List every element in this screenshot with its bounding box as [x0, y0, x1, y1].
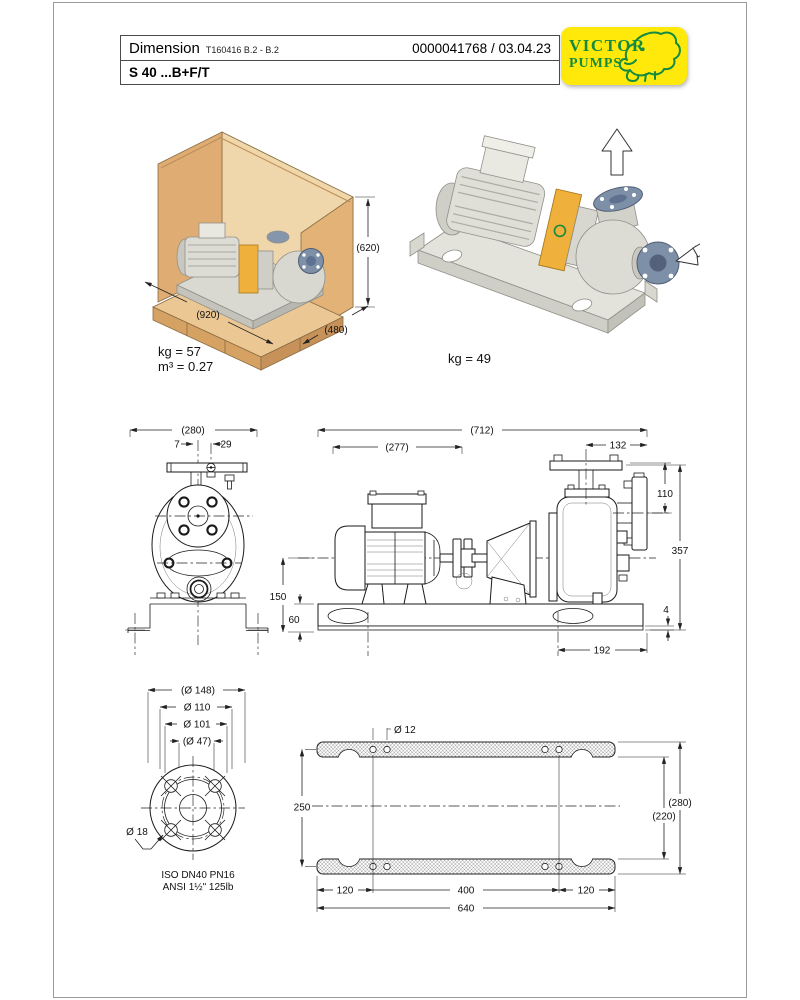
side-dimensions-left: 150 60	[270, 557, 314, 642]
dim-side-150: 150	[270, 592, 287, 603]
crate-dimensions: (620) (920) (480)	[144, 196, 380, 345]
coupling-guard	[238, 244, 259, 294]
front-dimensions: (280) 7 29	[129, 426, 258, 451]
dim-flange-hole: Ø 18	[126, 827, 148, 838]
pump-model: S 40 ...B+F/T	[129, 65, 210, 80]
flow-arrows	[601, 128, 700, 266]
title-block-row1: Dimension T160416 B.2 - B.2 0000041768 /…	[121, 36, 559, 61]
motor-iso	[435, 135, 546, 247]
figure-front-view: (280) 7 29	[125, 426, 269, 655]
dim-plan-280: (280)	[668, 798, 691, 809]
dim-flange-od: (Ø 148)	[181, 686, 215, 697]
dim-side-60: 60	[288, 615, 300, 626]
dim-crate-width: (480)	[324, 325, 347, 336]
side-pump-drawing	[298, 449, 672, 656]
dim-side-4: 4	[663, 605, 669, 616]
packed-volume: m³ = 0.27	[158, 359, 214, 374]
dim-side-motor: (277)	[385, 443, 408, 454]
flange-standard-iso: ISO DN40 PN16	[161, 870, 235, 881]
doc-title: Dimension	[129, 39, 200, 57]
logo-line1: VICTOR	[569, 36, 646, 55]
dim-plan-640: 640	[458, 904, 475, 915]
dim-crate-height: (620)	[356, 243, 379, 254]
elephant-icon	[618, 31, 681, 82]
figure-side-view: (712) (277) 132	[270, 426, 689, 657]
figure-packed-pump: (620) (920) (480)	[144, 131, 380, 371]
figure-baseplate-plan: Ø 12 250 (280) (220) 120 400	[294, 725, 692, 915]
dim-flange-bore: (Ø 47)	[183, 737, 211, 748]
flange-standard-ansi: ANSI 1½" 125lb	[163, 882, 234, 893]
dim-front-width: (280)	[181, 426, 204, 437]
dim-front-7: 7	[174, 440, 180, 451]
dim-plan-220: (220)	[652, 812, 675, 823]
page-border	[53, 2, 747, 998]
outlet-arrow-icon	[601, 128, 633, 176]
figure-flange-detail: (Ø 148) Ø 110 Ø 101 (Ø 47)	[126, 686, 246, 893]
baseplate-iso	[409, 224, 658, 334]
dim-plan-120-right: 120	[578, 886, 595, 897]
packed-pump-unit	[176, 222, 326, 330]
victor-pumps-logo: VICTOR PUMPS	[561, 27, 687, 85]
doc-subtitle: T160416 B.2 - B.2	[205, 44, 279, 55]
front-pump-drawing	[125, 440, 269, 655]
flange-dimension-ladder: (Ø 148) Ø 110 Ø 101 (Ø 47)	[147, 686, 246, 785]
dim-flange-bc: Ø 110	[184, 703, 211, 714]
plan-rails	[312, 741, 620, 875]
figure-assembled-pump	[409, 128, 700, 334]
title-block: Dimension T160416 B.2 - B.2 0000041768 /…	[120, 35, 560, 85]
dim-flange-rf: Ø 101	[183, 720, 211, 731]
dim-side-132: 132	[610, 441, 627, 452]
dim-plan-hole: Ø 12	[394, 725, 416, 736]
dim-side-110: 110	[657, 489, 673, 500]
assembled-weight: kg = 49	[448, 351, 492, 366]
title-block-row2: S 40 ...B+F/T	[121, 61, 559, 84]
dim-plan-120-left: 120	[337, 886, 354, 897]
logo-background	[561, 27, 687, 85]
dim-plan-250: 250	[294, 803, 311, 814]
dim-side-192: 192	[594, 646, 611, 657]
flange-drawing: Ø 18	[126, 756, 245, 860]
pump-casing-iso	[575, 186, 680, 295]
dim-side-overall: (712)	[470, 426, 493, 437]
packed-weight: kg = 57	[158, 344, 202, 359]
dim-plan-400: 400	[458, 886, 475, 897]
side-dimensions-top: (712) (277) 132	[317, 426, 648, 454]
plan-dimensions: Ø 12 250 (280) (220) 120 400	[294, 725, 692, 915]
dim-crate-length: (920)	[196, 310, 219, 321]
dim-side-357: 357	[672, 546, 689, 557]
doc-number: 0000041768 / 03.04.23	[412, 40, 551, 56]
side-dimensions-right: 110 357 4 192	[557, 462, 689, 657]
logo-line2: PUMPS	[569, 56, 622, 71]
dim-front-29: 29	[220, 440, 232, 451]
